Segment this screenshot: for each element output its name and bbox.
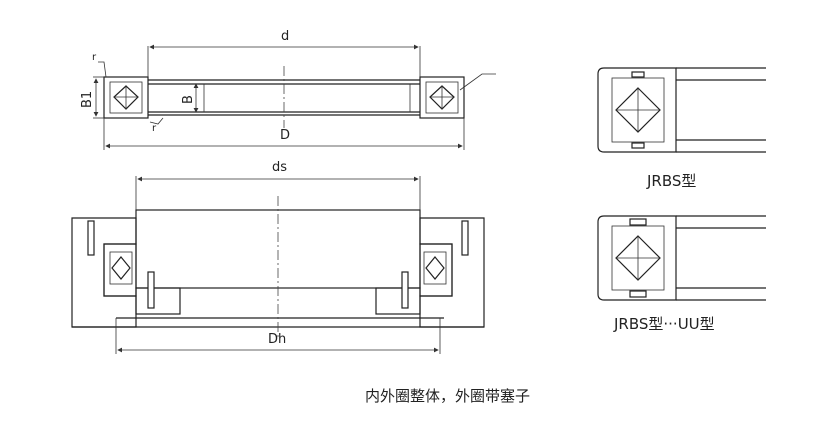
dim-label-r-bottom: r xyxy=(152,123,157,134)
right-roller-pocket xyxy=(425,81,459,114)
right-ring-section xyxy=(419,76,465,119)
assembly-view xyxy=(71,176,485,354)
dim-label-D: D xyxy=(280,128,290,143)
caption-jrbs-uu: JRBS型···UU型 xyxy=(614,315,715,333)
inner-clamp-right xyxy=(375,287,421,315)
dim-label-ds: ds xyxy=(272,160,287,175)
bolt-bottom-right xyxy=(401,271,409,309)
bearing-right xyxy=(419,243,453,297)
bolt-bottom-left xyxy=(147,271,155,309)
inner-clamp-left xyxy=(135,287,181,315)
caption-jrbs: JRBS型 xyxy=(647,172,697,190)
left-ring-section xyxy=(103,76,149,119)
caption-note: 内外圈整体，外圈带塞子 xyxy=(365,387,531,405)
jrbs-uu-detail xyxy=(597,215,766,301)
dim-label-d: d xyxy=(281,29,289,44)
left-roller-pocket xyxy=(109,81,143,114)
bearing-left xyxy=(103,243,137,297)
ring-section-view xyxy=(93,44,496,150)
bolt-top-right xyxy=(461,220,469,256)
dim-label-Dh: Dh xyxy=(268,332,286,347)
dim-label-B: B xyxy=(181,95,196,104)
dim-label-B1: B1 xyxy=(80,91,95,108)
bolt-top-left xyxy=(87,220,95,256)
dim-label-r-top: r xyxy=(92,52,97,63)
jrbs-detail xyxy=(597,67,766,153)
